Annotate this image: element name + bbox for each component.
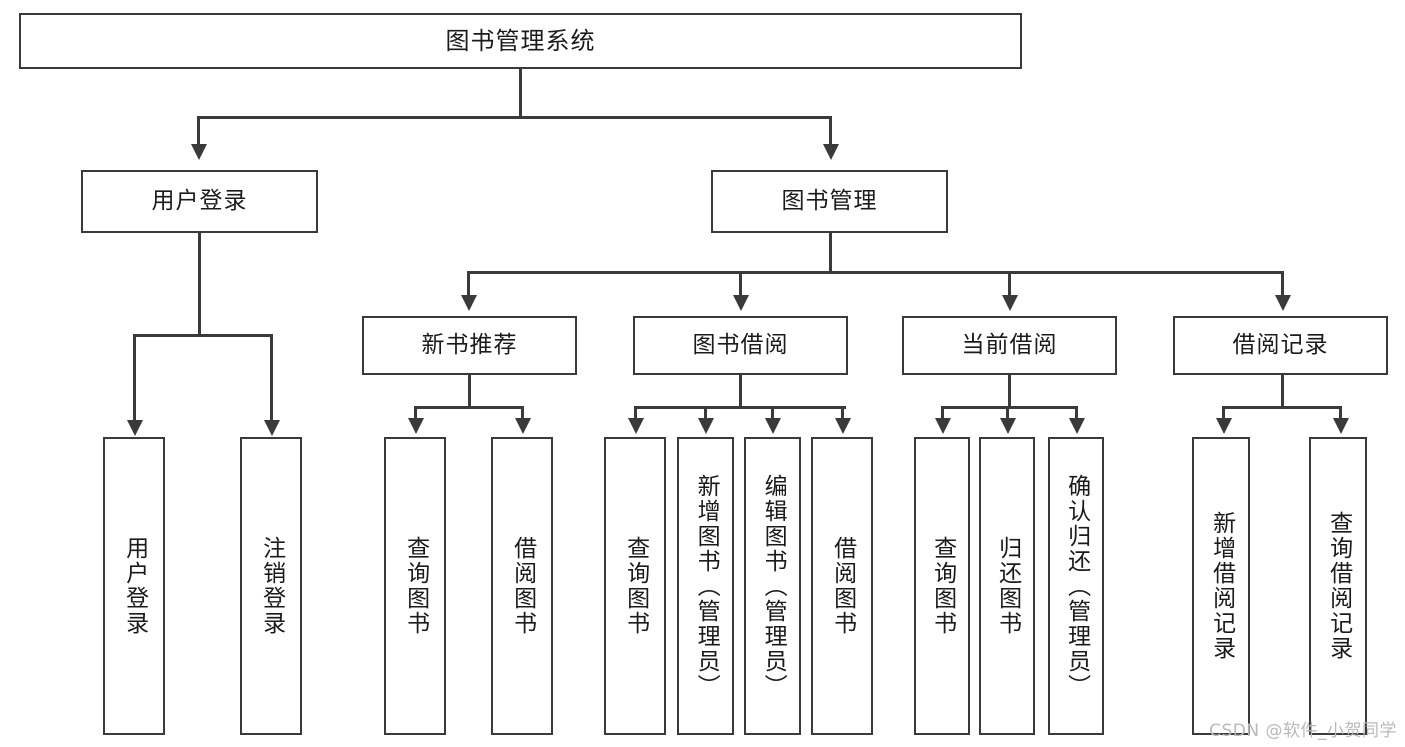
connector-borrow-record-stem — [1281, 375, 1284, 406]
connector-book-borrow-rail — [634, 406, 846, 409]
node-label: 当前借阅 — [961, 331, 1058, 358]
leaf-label: 借阅图书 — [829, 536, 856, 636]
node-book-borrow[interactable]: 图书借阅 — [633, 316, 848, 375]
connector-current-borrow-to-leaf-3 — [1075, 406, 1078, 420]
connector-current-borrow-stem — [1008, 375, 1011, 406]
arrow-book-borrow-to-leaf-2 — [698, 418, 714, 434]
leaf-book-borrow-borrow[interactable]: 借阅图书 — [811, 437, 873, 735]
connector-root-rail — [197, 116, 831, 119]
arrow-user-login-to-leaf-2 — [264, 420, 280, 436]
leaf-label: 归还图书 — [994, 536, 1021, 636]
connector-current-borrow-rail — [941, 406, 1078, 409]
node-label: 图书管理系统 — [445, 26, 596, 55]
node-current-borrow[interactable]: 当前借阅 — [902, 316, 1117, 375]
leaf-book-borrow-edit[interactable]: 编辑图书（管理员） — [744, 437, 801, 735]
connector-current-borrow-to-leaf-1 — [941, 406, 944, 420]
connector-book-manage-to-l3-1 — [467, 271, 470, 297]
arrow-book-borrow-to-leaf-1 — [628, 418, 644, 434]
arrow-book-manage-to-l3-1 — [461, 295, 477, 311]
connector-new-book-to-leaf-1 — [414, 406, 417, 420]
node-label: 新书推荐 — [421, 331, 518, 358]
arrow-borrow-record-to-leaf-2 — [1333, 418, 1349, 434]
leaf-new-book-query[interactable]: 查询图书 — [384, 437, 446, 735]
leaf-new-book-borrow[interactable]: 借阅图书 — [491, 437, 553, 735]
connector-user-login-stem — [198, 233, 201, 334]
leaf-current-borrow-confirm[interactable]: 确认归还（管理员） — [1048, 437, 1104, 735]
leaf-book-borrow-query[interactable]: 查询图书 — [604, 437, 666, 735]
connector-book-borrow-to-leaf-3 — [771, 406, 774, 420]
connector-book-manage-to-l3-4 — [1281, 271, 1284, 297]
connector-borrow-record-rail — [1222, 406, 1342, 409]
node-label: 用户登录 — [151, 187, 248, 214]
connector-book-manage-stem — [829, 233, 832, 271]
node-borrow-record[interactable]: 借阅记录 — [1173, 316, 1388, 375]
connector-book-manage-to-l3-2 — [739, 271, 742, 297]
node-root-system[interactable]: 图书管理系统 — [19, 13, 1022, 69]
leaf-user-login-login[interactable]: 用户登录 — [103, 437, 165, 735]
leaf-label: 注销登录 — [258, 536, 285, 636]
connector-user-login-to-leaf-1 — [133, 334, 136, 422]
connector-root-to-book-manage — [829, 116, 832, 146]
arrow-book-borrow-to-leaf-4 — [835, 418, 851, 434]
connector-book-borrow-to-leaf-2 — [704, 406, 707, 420]
leaf-label: 确认归还（管理员） — [1063, 473, 1090, 699]
arrow-borrow-record-to-leaf-1 — [1216, 418, 1232, 434]
node-label: 图书借阅 — [692, 331, 789, 358]
arrow-book-borrow-to-leaf-3 — [765, 418, 781, 434]
connector-new-book-rail — [414, 406, 524, 409]
connector-current-borrow-to-leaf-2 — [1006, 406, 1009, 420]
node-book-management[interactable]: 图书管理 — [711, 170, 948, 233]
node-label: 图书管理 — [781, 187, 878, 214]
leaf-current-borrow-query[interactable]: 查询图书 — [914, 437, 970, 735]
arrow-book-manage-to-l3-2 — [733, 295, 749, 311]
leaf-current-borrow-return[interactable]: 归还图书 — [979, 437, 1035, 735]
connector-root-stem — [519, 69, 522, 116]
leaf-label: 借阅图书 — [509, 536, 536, 636]
watermark-text: CSDN @软件_小贺同学 — [1209, 721, 1397, 741]
connector-book-manage-to-l3-3 — [1008, 271, 1011, 297]
connector-book-borrow-to-leaf-1 — [634, 406, 637, 420]
arrow-new-book-to-leaf-2 — [515, 418, 531, 434]
connector-book-borrow-to-leaf-4 — [841, 406, 844, 420]
leaf-label: 编辑图书（管理员） — [760, 473, 787, 699]
node-user-login[interactable]: 用户登录 — [81, 170, 318, 233]
connector-new-book-stem — [468, 375, 471, 406]
connector-user-login-rail — [133, 334, 273, 337]
node-new-book-recommend[interactable]: 新书推荐 — [362, 316, 577, 375]
arrow-current-borrow-to-leaf-1 — [935, 418, 951, 434]
leaf-label: 查询图书 — [622, 536, 649, 636]
arrow-root-to-user-login — [191, 144, 207, 160]
arrow-book-manage-to-l3-3 — [1002, 295, 1018, 311]
connector-borrow-record-to-leaf-1 — [1222, 406, 1225, 420]
leaf-label: 用户登录 — [121, 536, 148, 636]
leaf-label: 新增图书（管理员） — [693, 473, 720, 699]
connector-new-book-to-leaf-2 — [521, 406, 524, 420]
node-label: 借阅记录 — [1232, 331, 1329, 358]
leaf-borrow-record-add[interactable]: 新增借阅记录 — [1192, 437, 1250, 735]
arrow-current-borrow-to-leaf-3 — [1069, 418, 1085, 434]
leaf-label: 查询图书 — [929, 536, 956, 636]
connector-borrow-record-to-leaf-2 — [1339, 406, 1342, 420]
leaf-book-borrow-add[interactable]: 新增图书（管理员） — [677, 437, 734, 735]
arrow-book-manage-to-l3-4 — [1275, 295, 1291, 311]
leaf-label: 新增借阅记录 — [1208, 511, 1235, 661]
leaf-label: 查询图书 — [402, 536, 429, 636]
connector-book-borrow-stem — [739, 375, 742, 406]
arrow-current-borrow-to-leaf-2 — [1000, 418, 1016, 434]
leaf-user-login-logout[interactable]: 注销登录 — [240, 437, 302, 735]
leaf-borrow-record-query[interactable]: 查询借阅记录 — [1309, 437, 1367, 735]
connector-user-login-to-leaf-2 — [270, 334, 273, 422]
arrow-new-book-to-leaf-1 — [408, 418, 424, 434]
arrow-root-to-book-manage — [823, 144, 839, 160]
arrow-user-login-to-leaf-1 — [127, 420, 143, 436]
connector-root-to-user-login — [197, 116, 200, 146]
connector-book-manage-rail — [467, 271, 1284, 274]
leaf-label: 查询借阅记录 — [1325, 511, 1352, 661]
